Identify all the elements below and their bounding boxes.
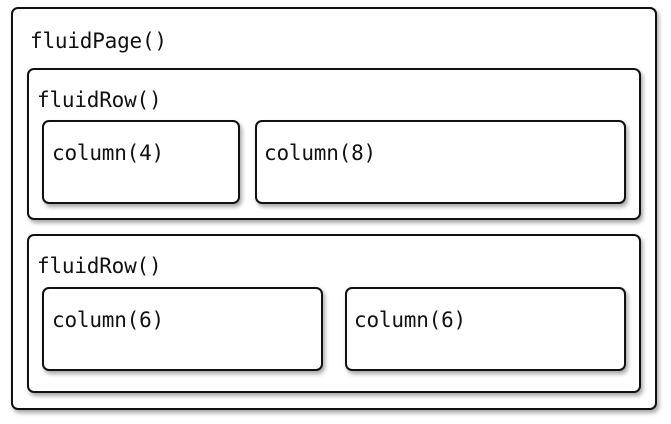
row-2-column-2-box: column(6) xyxy=(345,287,626,371)
fluid-row-2-label: fluidRow() xyxy=(37,254,162,278)
row-1-column-1-box: column(4) xyxy=(42,120,240,204)
fluid-page-label: fluidPage() xyxy=(30,29,167,53)
row-1-column-2-box: column(8) xyxy=(255,120,626,204)
row-1-column-2-label: column(8) xyxy=(264,141,376,165)
row-2-column-1-label: column(6) xyxy=(52,308,164,332)
fluid-row-1-label: fluidRow() xyxy=(37,88,162,112)
row-2-column-1-box: column(6) xyxy=(42,287,323,371)
row-2-column-2-label: column(6) xyxy=(354,308,466,332)
row-1-column-1-label: column(4) xyxy=(52,141,164,165)
